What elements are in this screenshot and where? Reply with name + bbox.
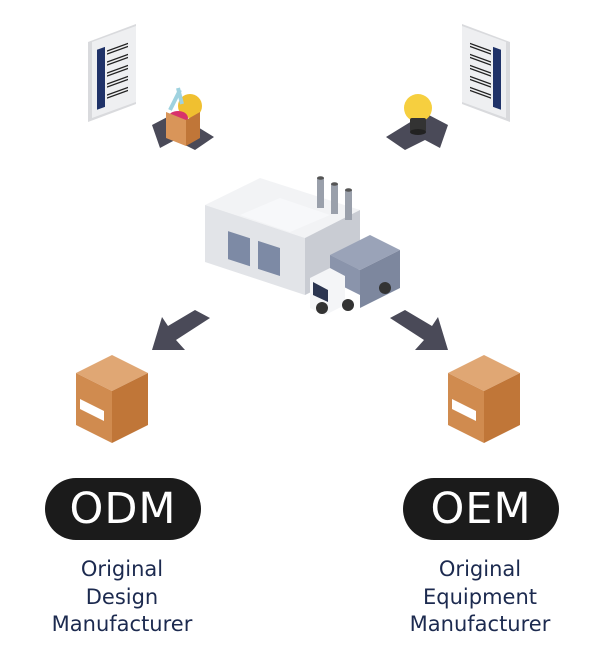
oem-description: Original Equipment Manufacturer bbox=[370, 556, 590, 639]
document-icon-right bbox=[461, 23, 511, 123]
oem-description-line: Original bbox=[438, 557, 522, 581]
odm-description-line: Original bbox=[80, 557, 164, 581]
oem-description-line: Equipment bbox=[423, 584, 537, 609]
materials-bag-icon bbox=[166, 87, 202, 146]
oem-badge: OEM bbox=[403, 478, 559, 540]
arrow-icon-to-odm bbox=[152, 310, 210, 350]
document-icon-left bbox=[87, 23, 137, 123]
odm-description-line: Design bbox=[85, 584, 159, 609]
delivery-truck-icon bbox=[310, 235, 400, 315]
arrow-icon-to-oem bbox=[390, 310, 448, 350]
oem-description-line: Manufacturer bbox=[409, 612, 551, 636]
odm-description: Original Design Manufacturer bbox=[12, 556, 232, 639]
odm-description-line: Manufacturer bbox=[51, 612, 193, 636]
product-box-icon-odm bbox=[76, 355, 148, 443]
product-box-icon-oem bbox=[448, 355, 520, 443]
factory-icon bbox=[205, 176, 360, 295]
odm-badge: ODM bbox=[45, 478, 201, 540]
lightbulb-icon bbox=[404, 94, 432, 135]
